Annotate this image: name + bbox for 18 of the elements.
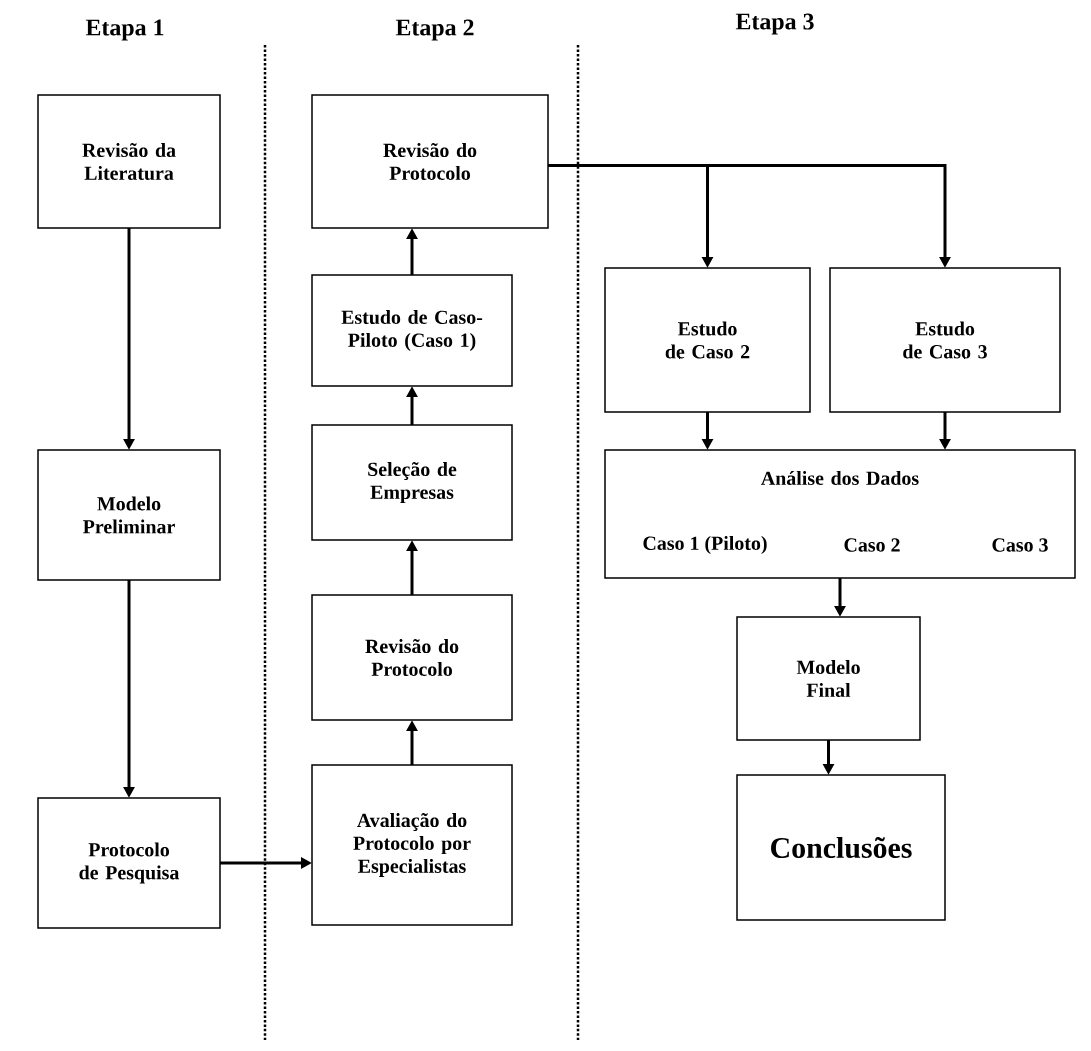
process-box: Revisão do Protocolo bbox=[311, 594, 513, 721]
case-label: Caso 1 (Piloto) bbox=[643, 535, 767, 555]
process-box: Estudo de Caso 3 bbox=[829, 267, 1061, 413]
stage-heading: Etapa 2 bbox=[395, 19, 474, 41]
stage-heading: Etapa 3 bbox=[735, 13, 814, 35]
process-box: Modelo Preliminar bbox=[37, 449, 221, 581]
process-box: Estudo de Caso 2 bbox=[604, 267, 811, 413]
case-label: Caso 3 bbox=[992, 538, 1048, 552]
process-box: Revisão da Literatura bbox=[37, 94, 221, 229]
process-box: Avaliação do Protocolo por Especialistas bbox=[311, 764, 513, 926]
process-box: Modelo Final bbox=[736, 616, 921, 741]
stage-heading: Etapa 1 bbox=[85, 19, 164, 41]
case-label: Caso 2 bbox=[844, 538, 900, 552]
process-box: Seleção de Empresas bbox=[311, 424, 513, 541]
process-box: Conclusões bbox=[736, 774, 946, 921]
process-box: Protocolo de Pesquisa bbox=[37, 797, 221, 929]
process-box: Estudo de Caso-Piloto (Caso 1) bbox=[311, 274, 513, 387]
process-box: Revisão do Protocolo bbox=[311, 94, 549, 229]
